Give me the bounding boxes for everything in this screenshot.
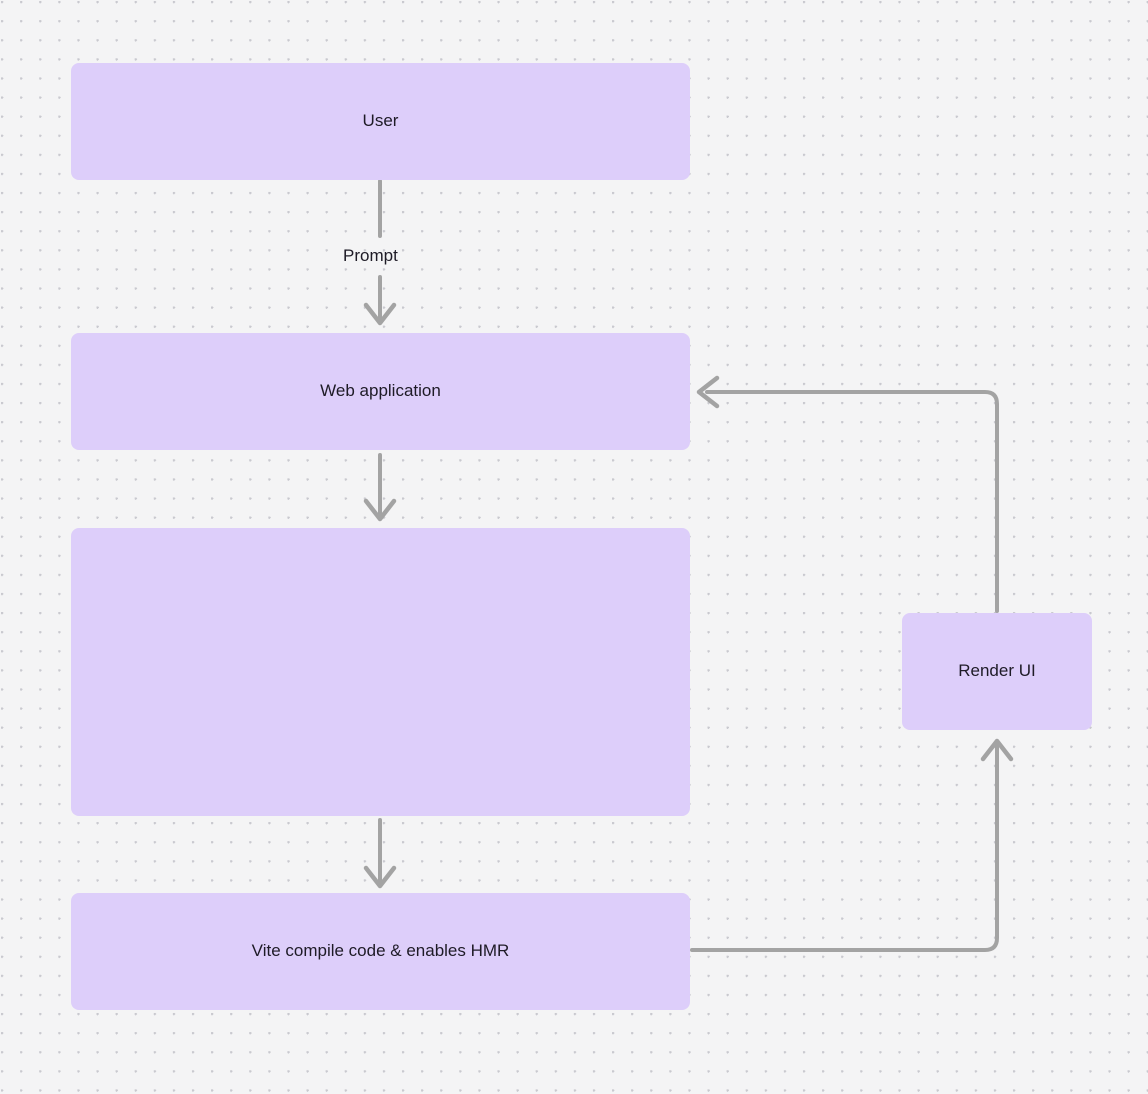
node-vite-compile-label: Vite compile code & enables HMR: [251, 941, 510, 961]
node-web-application[interactable]: Web application: [71, 333, 690, 450]
node-web-application-label: Web application: [320, 381, 441, 401]
edge-label-prompt: Prompt: [343, 246, 398, 265]
arrowhead-up-render: [980, 738, 1014, 762]
arrowhead-left-webapp: [696, 375, 720, 409]
edge-vite-to-render: [690, 743, 999, 952]
arrowhead-down-webapp: [363, 302, 397, 326]
arrowhead-down-vite: [363, 865, 397, 889]
node-user-label: User: [362, 111, 399, 131]
arrowhead-down-components: [363, 498, 397, 522]
node-vite-compile[interactable]: Vite compile code & enables HMR: [71, 893, 690, 1010]
node-react-components[interactable]: HTML = structure CSS = Styles & Layouts …: [71, 528, 690, 816]
node-render-ui-label: Render UI: [958, 661, 1036, 681]
node-render-ui[interactable]: Render UI: [902, 613, 1092, 730]
node-user[interactable]: User: [71, 63, 690, 180]
edge-render-to-webapp: [705, 390, 999, 613]
